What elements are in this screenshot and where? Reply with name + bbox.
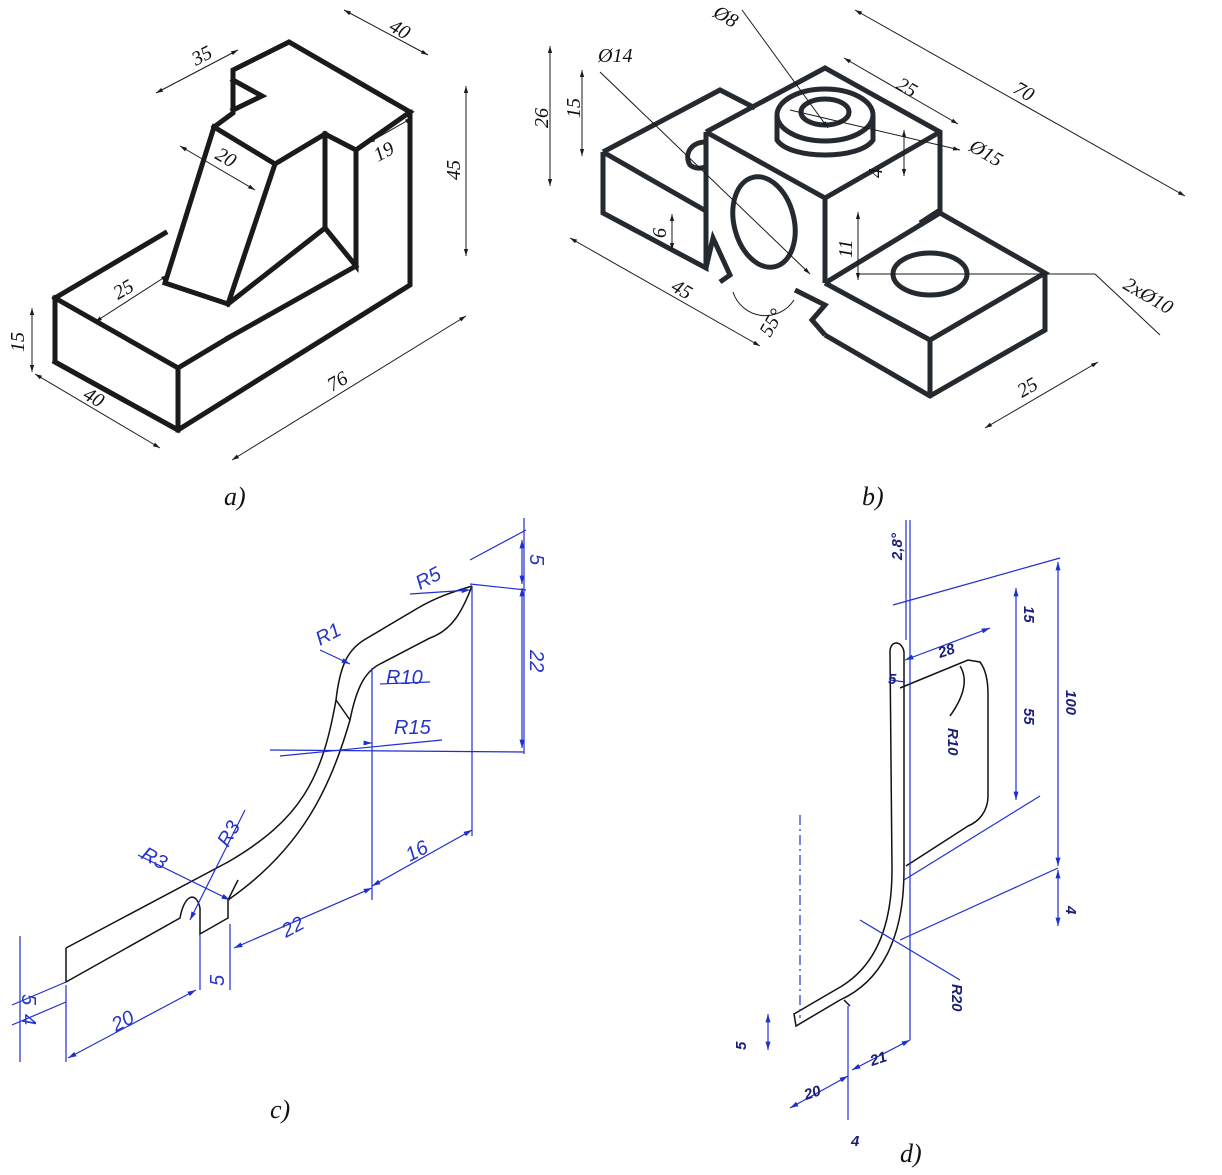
- part-c-outline: [65, 585, 473, 984]
- dim-d-5: 5: [888, 671, 897, 688]
- dim-b-4: 4: [865, 168, 887, 178]
- dim-d-28: 28: [935, 640, 958, 662]
- dimension-labels-b: Ø8 Ø14 25 70 26 15 Ø15 4 6 11 45 55° 2xØ…: [531, 1, 1177, 403]
- dimension-lines-a: [29, 9, 469, 461]
- dim-b-70: 70: [1010, 77, 1038, 106]
- dim-c-r3-left: R3: [138, 843, 171, 874]
- dim-c-5-top: 5: [525, 554, 547, 566]
- dim-c-5-left: 5: [17, 994, 39, 1006]
- dim-b-6: 6: [649, 228, 671, 238]
- dim-a-35: 35: [187, 42, 216, 71]
- dim-b-25-bottom: 25: [1014, 373, 1042, 402]
- dimension-lines-d: [765, 520, 1061, 1120]
- dim-d-2-8deg: 2,8°: [889, 532, 906, 561]
- dim-c-r3-right: R3: [213, 817, 245, 850]
- caption-b: b): [862, 482, 884, 511]
- dim-c-r10: R10: [386, 667, 423, 689]
- dim-b-25-top: 25: [893, 73, 921, 102]
- dim-a-76: 76: [324, 367, 352, 396]
- dim-c-r1: R1: [312, 619, 345, 650]
- dim-b-d8: Ø8: [709, 1, 742, 33]
- dim-b-11: 11: [835, 239, 857, 258]
- dimension-labels-d: 2,8° 15 28 5 100 55 R10 4 R20 5 21 20 4: [733, 532, 1079, 1150]
- dimension-lines-b: [547, 9, 1186, 429]
- part-a-outline: [51, 39, 415, 434]
- dim-b-15: 15: [563, 98, 585, 118]
- dim-a-20: 20: [212, 143, 240, 172]
- caption-d: d): [900, 1139, 922, 1168]
- dim-d-4-right: 4: [1062, 905, 1079, 915]
- drawing-c: 5 R5 R1 22 R10 R15 R3 R3 16 22 5 5 4 20 …: [11, 518, 547, 1124]
- dim-b-2xd10: 2xØ10: [1120, 273, 1177, 319]
- drawing-b: Ø8 Ø14 25 70 26 15 Ø15 4 6 11 45 55° 2xØ…: [531, 1, 1186, 511]
- dim-a-45: 45: [443, 160, 465, 180]
- dim-b-26: 26: [531, 108, 553, 128]
- dim-c-16: 16: [402, 836, 433, 866]
- dimension-labels-a: 35 40 20 19 45 25 15 40 76: [7, 15, 465, 412]
- dim-d-5-left: 5: [733, 1041, 750, 1050]
- dim-b-45: 45: [668, 275, 696, 304]
- dim-d-4-bottom: 4: [850, 1133, 860, 1150]
- caption-c: c): [270, 1095, 290, 1124]
- dim-d-r20: R20: [948, 984, 965, 1012]
- dim-d-55: 55: [1020, 708, 1037, 725]
- dim-d-20: 20: [801, 1082, 824, 1104]
- dim-c-22-horizontal: 22: [277, 913, 308, 943]
- dim-c-4: 4: [17, 1014, 39, 1025]
- dim-c-22-vertical: 22: [525, 649, 547, 672]
- dim-b-d14: Ø14: [597, 45, 632, 67]
- caption-a: a): [224, 482, 246, 511]
- dim-c-r15: R15: [394, 717, 432, 739]
- dim-c-r5: R5: [412, 563, 446, 595]
- dim-a-19: 19: [370, 138, 398, 167]
- dim-d-15: 15: [1020, 606, 1037, 623]
- dim-d-r10: R10: [944, 728, 961, 756]
- drawing-a: 35 40 20 19 45 25 15 40 76 a): [7, 9, 469, 511]
- dim-a-15: 15: [7, 332, 29, 352]
- dim-b-d15: Ø15: [965, 135, 1007, 172]
- dim-c-5-middle: 5: [207, 974, 229, 986]
- part-d-outline: [793, 642, 989, 1028]
- dim-a-25: 25: [110, 275, 138, 304]
- dim-d-21: 21: [867, 1048, 889, 1070]
- dim-d-100: 100: [1062, 690, 1079, 716]
- dim-a-40-top: 40: [386, 15, 414, 44]
- dim-c-20: 20: [107, 1007, 138, 1037]
- dimension-lines-c: [11, 518, 527, 1062]
- drawing-d: 2,8° 15 28 5 100 55 R10 4 R20 5 21 20 4 …: [733, 520, 1079, 1168]
